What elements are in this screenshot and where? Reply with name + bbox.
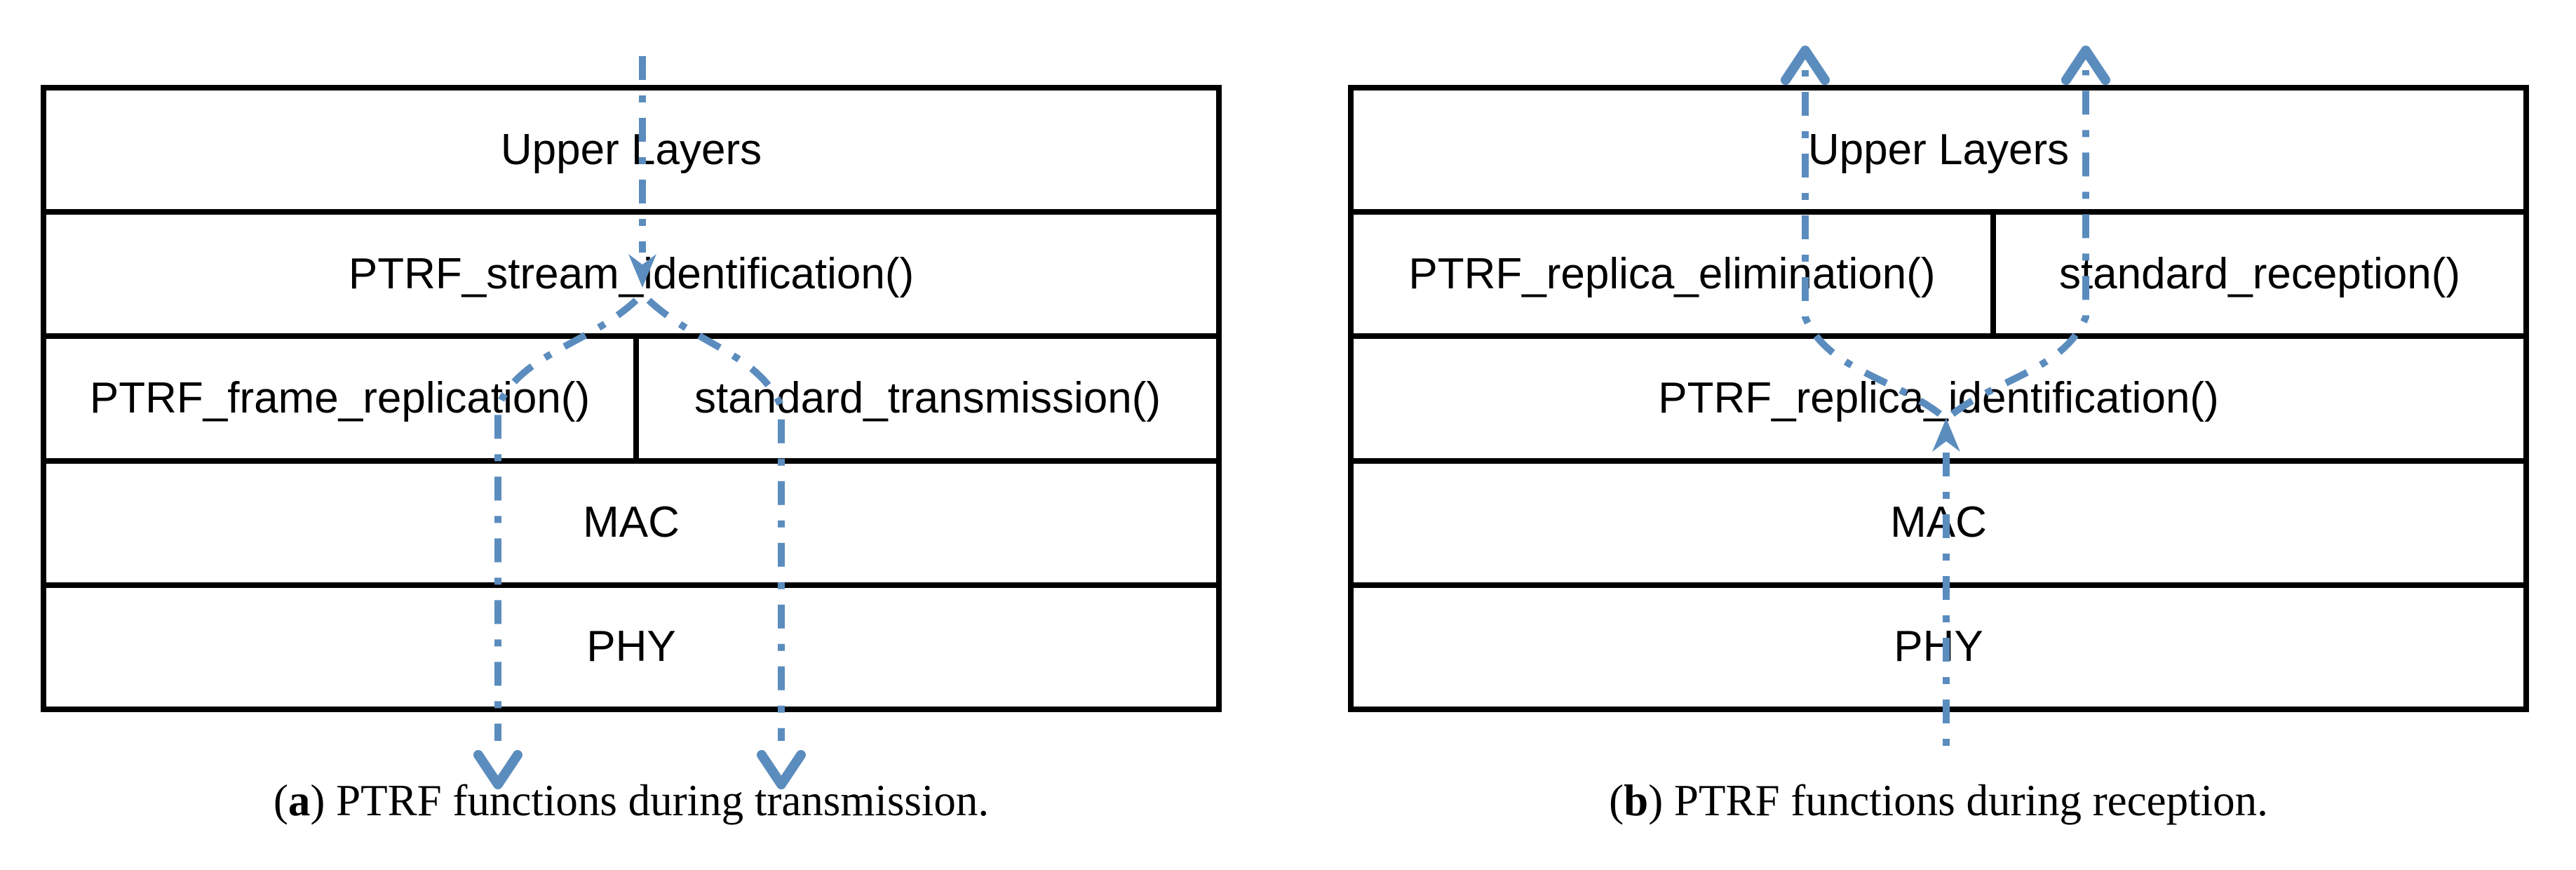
cell-replica-elimination: PTRF_replica_elimination() bbox=[1354, 215, 1996, 334]
caption-a-text: PTRF functions during transmission. bbox=[336, 776, 990, 825]
standard-reception-label: standard_reception() bbox=[2058, 249, 2461, 298]
layer-upper-layers-a: Upper Layers bbox=[46, 91, 1216, 209]
frame-replication-label: PTRF_frame_replication() bbox=[89, 374, 591, 422]
up-arrowhead-left-icon bbox=[1781, 46, 1830, 85]
layer-elimination-reception: PTRF_replica_elimination() standard_rece… bbox=[1354, 209, 2523, 334]
cell-phy-a: PHY bbox=[46, 588, 1216, 707]
cell-upper-layers-b: Upper Layers bbox=[1354, 91, 2523, 209]
layer-mac-b: MAC bbox=[1354, 457, 2523, 582]
phy-label-b: PHY bbox=[1894, 622, 1983, 671]
cell-phy-b: PHY bbox=[1354, 588, 2523, 707]
mac-label-a: MAC bbox=[583, 498, 680, 547]
caption-panel-b: (b) PTRF functions during reception. bbox=[1348, 775, 2529, 828]
caption-b-letter: b bbox=[1624, 776, 1649, 825]
cell-standard-transmission: standard_transmission() bbox=[639, 339, 1216, 457]
up-arrowhead-right-icon bbox=[2061, 46, 2110, 85]
caption-a-open-paren: ( bbox=[273, 776, 288, 825]
upper-layers-label-b: Upper Layers bbox=[1807, 125, 2070, 174]
layer-replica-identification: PTRF_replica_identification() bbox=[1354, 333, 2523, 457]
caption-panel-a: (a) PTRF functions during transmission. bbox=[41, 775, 1222, 828]
caption-a-close-paren: ) bbox=[310, 776, 325, 825]
caption-b-open-paren: ( bbox=[1609, 776, 1624, 825]
layer-phy-b: PHY bbox=[1354, 582, 2523, 707]
protocol-stack-panel-a: Upper Layers PTRF_stream_identification(… bbox=[41, 85, 1222, 712]
protocol-stack-panel-b: Upper Layers PTRF_replica_elimination() … bbox=[1348, 85, 2529, 712]
phy-label-a: PHY bbox=[586, 622, 676, 671]
standard-transmission-label: standard_transmission() bbox=[694, 374, 1161, 422]
layer-mac-a: MAC bbox=[46, 457, 1216, 582]
cell-mac-a: MAC bbox=[46, 464, 1216, 582]
caption-b-text: PTRF functions during reception. bbox=[1673, 776, 2268, 825]
stream-identification-label: PTRF_stream_identification() bbox=[348, 249, 915, 298]
layer-phy-a: PHY bbox=[46, 582, 1216, 707]
cell-replica-identification: PTRF_replica_identification() bbox=[1354, 339, 2523, 457]
mac-label-b: MAC bbox=[1890, 498, 1987, 547]
upper-layers-label: Upper Layers bbox=[500, 125, 762, 174]
replica-elimination-label: PTRF_replica_elimination() bbox=[1408, 249, 1936, 298]
layer-upper-layers-b: Upper Layers bbox=[1354, 91, 2523, 209]
layer-replication-transmission: PTRF_frame_replication() standard_transm… bbox=[46, 333, 1216, 458]
cell-standard-reception: standard_reception() bbox=[1996, 215, 2523, 333]
replica-identification-label: PTRF_replica_identification() bbox=[1658, 374, 2219, 422]
caption-b-close-paren: ) bbox=[1648, 776, 1664, 825]
cell-upper-layers-a: Upper Layers bbox=[46, 91, 1216, 209]
cell-mac-b: MAC bbox=[1354, 464, 2523, 582]
cell-stream-identification: PTRF_stream_identification() bbox=[46, 215, 1216, 333]
cell-frame-replication: PTRF_frame_replication() bbox=[46, 339, 639, 458]
layer-stream-identification: PTRF_stream_identification() bbox=[46, 209, 1216, 333]
caption-a-letter: a bbox=[288, 776, 311, 825]
